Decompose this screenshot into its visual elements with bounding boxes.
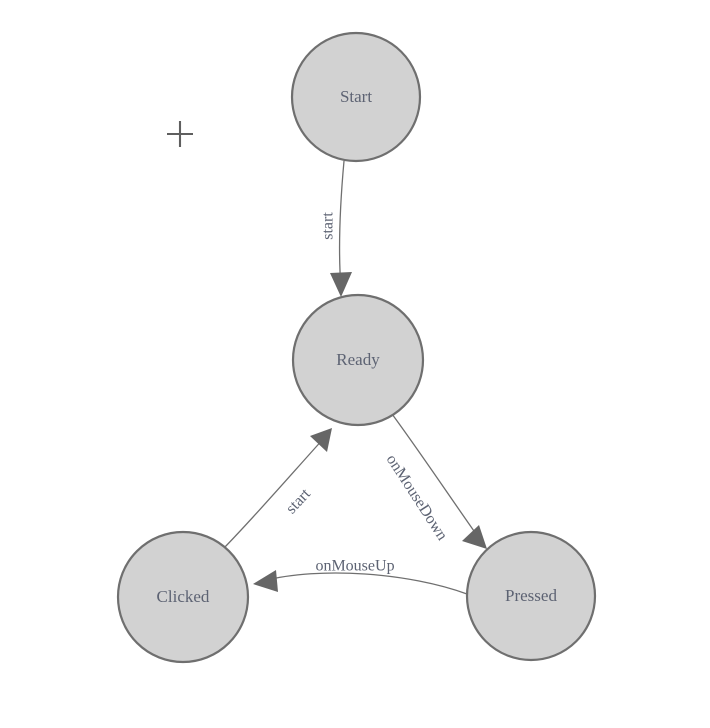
node-label-clicked: Clicked [157, 587, 210, 606]
node-circle[interactable] [290, 31, 422, 163]
node-label-start: Start [340, 87, 372, 106]
edge-label-ready-to-pressed: onMouseDown [383, 452, 451, 544]
edge-line [338, 160, 345, 289]
node-clicked[interactable]: Clicked [116, 530, 250, 664]
edge-label-start-to-ready: start [320, 212, 337, 240]
node-label-pressed: Pressed [505, 586, 557, 605]
arrowhead-icon [310, 428, 332, 452]
node-circle[interactable] [465, 530, 597, 662]
edge-clicked-to-ready[interactable]: start [223, 428, 332, 549]
arrowhead-icon [253, 570, 278, 592]
edge-line [223, 436, 326, 549]
node-pressed[interactable]: Pressed [465, 530, 597, 662]
arrowhead-icon [462, 525, 487, 549]
edge-label-clicked-to-ready: start [283, 485, 315, 517]
node-circle[interactable] [291, 293, 425, 427]
node-circle[interactable] [116, 530, 250, 664]
edge-start-to-ready[interactable]: start [320, 160, 352, 297]
node-label-ready: Ready [336, 350, 380, 369]
edge-line [262, 572, 468, 595]
edge-line [391, 413, 482, 542]
node-start[interactable]: Start [290, 31, 422, 163]
edge-ready-to-pressed[interactable]: onMouseDown [383, 413, 487, 549]
edge-label-pressed-to-clicked: onMouseUp [315, 558, 394, 575]
node-ready[interactable]: Ready [291, 293, 425, 427]
cursor-crosshair-icon [167, 121, 193, 147]
edge-pressed-to-clicked[interactable]: onMouseUp [253, 558, 468, 595]
arrowhead-icon [330, 272, 352, 297]
